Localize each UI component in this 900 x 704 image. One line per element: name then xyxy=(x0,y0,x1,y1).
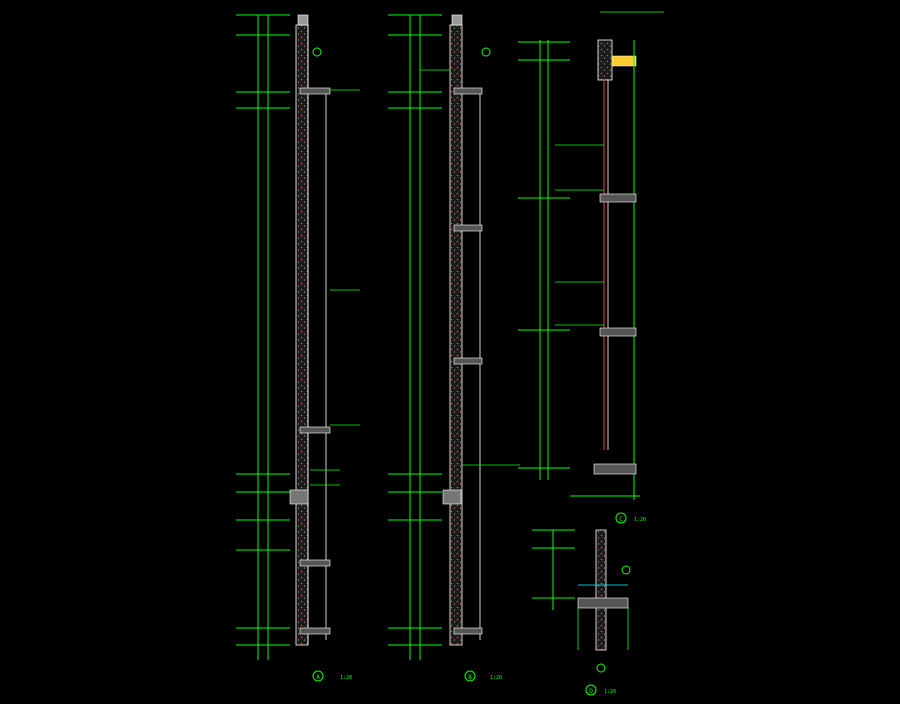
section-b-detail-marker xyxy=(481,47,491,57)
section-c-leaders xyxy=(555,11,664,326)
section-a-tag: A xyxy=(316,674,320,681)
section-b-wall xyxy=(449,24,463,646)
section-d-tag: D xyxy=(589,688,593,695)
section-a-leaders xyxy=(310,89,360,486)
section-a-bracket xyxy=(289,489,309,505)
section-b-dim-ticks xyxy=(388,14,442,646)
section-a-slabs xyxy=(299,87,331,635)
section-c-insulation xyxy=(611,55,637,67)
section-a-dim-ticks xyxy=(236,14,290,646)
section-a-scale: 1:20 xyxy=(340,675,352,681)
section-b-scale: 1:20 xyxy=(490,675,502,681)
section-b-slabs xyxy=(453,87,483,635)
section-c-tag-circle xyxy=(615,512,627,524)
section-a-parapet-cap xyxy=(297,14,309,26)
section-b-tag: B xyxy=(468,674,472,681)
section-c-dim-ticks xyxy=(518,41,570,469)
section-a-tag-circle xyxy=(312,670,324,682)
section-b: B 1:20 xyxy=(388,14,520,682)
section-d-tag-circle xyxy=(585,684,597,696)
section-a-detail-marker xyxy=(312,47,322,57)
section-c-tag: C xyxy=(619,516,623,523)
section-c-floor-slabs xyxy=(593,193,637,475)
section-c-scale: 1:20 xyxy=(634,517,646,523)
section-c: C 1:20 xyxy=(518,11,664,524)
section-d-detail-marker xyxy=(621,565,631,575)
section-b-leaders xyxy=(420,69,520,466)
section-d-wall xyxy=(595,529,607,651)
section-c-parapet xyxy=(597,39,613,81)
section-d-scale: 1:20 xyxy=(604,689,616,695)
section-d-grid-bubble xyxy=(596,663,606,673)
section-d: D 1:20 xyxy=(532,529,631,696)
section-b-bracket xyxy=(442,489,462,505)
section-b-parapet-cap xyxy=(451,14,463,26)
section-d-dim-ticks xyxy=(532,529,575,599)
section-a: A 1:20 xyxy=(236,14,360,682)
section-b-tag-circle xyxy=(464,670,476,682)
section-a-wall xyxy=(295,24,309,646)
section-d-slab xyxy=(577,597,629,609)
